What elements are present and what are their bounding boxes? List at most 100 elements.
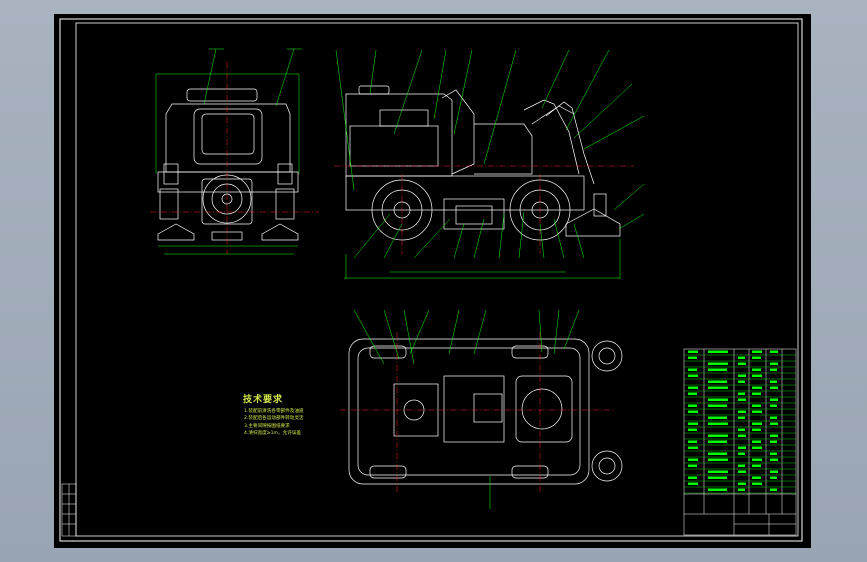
table-cell-mark	[770, 458, 778, 461]
table-cell-mark	[752, 446, 762, 449]
table-cell-mark	[770, 476, 777, 479]
table-cell-mark	[752, 392, 761, 395]
table-cell-mark	[770, 362, 778, 365]
table-cell-mark	[708, 362, 728, 365]
table-cell-mark	[738, 470, 746, 473]
table-cell-mark	[752, 458, 762, 461]
table-cell-mark	[738, 434, 746, 437]
table-cell-mark	[770, 386, 778, 389]
table-cell-mark	[688, 410, 698, 413]
table-cell-mark	[752, 350, 762, 353]
parts-list-glyphs	[688, 350, 778, 491]
table-cell-mark	[752, 440, 761, 443]
table-cell-mark	[708, 458, 728, 461]
table-cell-mark	[738, 446, 746, 449]
table-cell-mark	[688, 464, 697, 467]
front-view	[150, 48, 319, 255]
table-cell-mark	[738, 356, 745, 359]
table-cell-mark	[738, 452, 745, 455]
table-cell-mark	[752, 404, 761, 407]
tech-requirements-list: 1.装配前清洗各零部件及油道 2.装配后各运动部件转动灵活 3.主要间隙按图纸要…	[244, 408, 304, 438]
table-cell-mark	[738, 380, 745, 383]
table-cell-mark	[708, 488, 727, 491]
table-cell-mark	[688, 356, 697, 359]
table-cell-mark	[708, 434, 728, 437]
table-cell-mark	[738, 488, 745, 491]
drawing-canvas	[59, 18, 803, 542]
table-cell-mark	[752, 386, 762, 389]
top-view	[340, 309, 623, 509]
drawing-sheet: 技术要求 1.装配前清洗各零部件及油道 2.装配后各运动部件转动灵活 3.主要间…	[54, 14, 811, 548]
table-cell-mark	[738, 416, 745, 419]
table-cell-mark	[770, 488, 777, 491]
table-cell-mark	[752, 464, 761, 467]
brush-icon	[565, 208, 621, 237]
outer-frame	[59, 18, 803, 542]
table-cell-mark	[688, 422, 698, 425]
table-cell-mark	[708, 422, 728, 425]
table-cell-mark	[770, 470, 778, 473]
table-cell-mark	[708, 368, 727, 371]
table-cell-mark	[688, 428, 697, 431]
table-cell-mark	[708, 470, 728, 473]
tech-requirements-title: 技术要求	[243, 395, 284, 405]
inner-frame	[75, 22, 799, 537]
table-cell-mark	[708, 440, 727, 443]
table-cell-mark	[708, 404, 727, 407]
table-cell-mark	[770, 368, 777, 371]
side-title-strip	[61, 483, 77, 537]
table-cell-mark	[770, 350, 778, 353]
table-cell-mark	[688, 404, 697, 407]
seat-icon	[515, 375, 573, 443]
table-cell-mark	[752, 368, 761, 371]
table-cell-mark	[752, 428, 761, 431]
table-cell-mark	[688, 476, 697, 479]
table-cell-mark	[738, 410, 746, 413]
tech-requirement-item: 3.主要间隙按图纸要求	[244, 423, 290, 429]
table-cell-mark	[708, 476, 727, 479]
table-cell-mark	[738, 374, 746, 377]
table-cell-mark	[708, 398, 728, 401]
table-cell-mark	[688, 374, 698, 377]
table-cell-mark	[708, 452, 727, 455]
tech-requirement-item: 2.装配后各运动部件转动灵活	[244, 416, 304, 422]
tech-requirement-item: 1.装配前清洗各零部件及油道	[244, 409, 304, 414]
parts-list-rows	[684, 354, 796, 494]
table-cell-mark	[688, 392, 697, 395]
parts-list-table	[683, 348, 797, 536]
table-cell-mark	[738, 464, 745, 467]
table-cell-mark	[770, 404, 777, 407]
table-cell-mark	[770, 440, 777, 443]
table-cell-mark	[708, 350, 728, 353]
table-cell-mark	[752, 410, 762, 413]
table-cell-mark	[770, 380, 777, 383]
table-cell-mark	[752, 422, 762, 425]
table-cell-mark	[770, 398, 778, 401]
table-cell-mark	[770, 452, 777, 455]
table-cell-mark	[752, 374, 762, 377]
table-cell-mark	[688, 458, 698, 461]
table-cell-mark	[688, 440, 697, 443]
table-cell-mark	[738, 392, 745, 395]
table-cell-mark	[770, 416, 777, 419]
table-cell-mark	[738, 482, 746, 485]
table-cell-mark	[752, 476, 761, 479]
table-cell-mark	[738, 428, 745, 431]
table-cell-mark	[688, 350, 698, 353]
table-cell-mark	[738, 362, 746, 365]
table-cell-mark	[752, 482, 762, 485]
table-cell-mark	[708, 416, 727, 419]
table-cell-mark	[770, 434, 778, 437]
tech-requirement-item: 4.清扫宽度≥1m，允许误差	[244, 431, 301, 437]
table-cell-mark	[688, 482, 698, 485]
table-cell-mark	[738, 398, 746, 401]
table-cell-mark	[770, 422, 778, 425]
table-cell-mark	[752, 356, 761, 359]
table-cell-mark	[688, 368, 697, 371]
table-cell-mark	[708, 386, 728, 389]
side-view	[334, 49, 645, 279]
table-cell-mark	[688, 446, 698, 449]
table-cell-mark	[688, 386, 698, 389]
table-cell-mark	[708, 380, 727, 383]
